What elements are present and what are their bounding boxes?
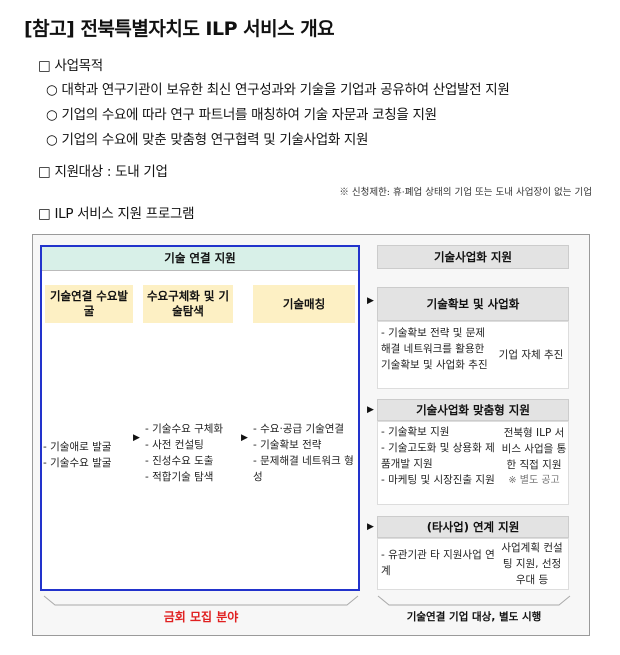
col-bg-1	[45, 285, 137, 589]
list-item: - 기술확보 지원	[381, 426, 450, 438]
section-header-tech-secure: 기술확보 및 사업화	[377, 287, 569, 321]
section-side-tech-secure: 기업 자체 추진	[498, 349, 564, 361]
list-item: - 기술확보 전략	[253, 439, 322, 451]
list-item: - 적합기술 탐색	[145, 471, 214, 483]
program-diagram: 기술 연결 지원 기술연결 수요발굴 - 기술애로 발굴 - 기술수요 발굴 ▶…	[32, 234, 590, 636]
bullet-purpose: □ 사업목적	[38, 58, 103, 74]
section-header-custom-support: 기술사업화 맞춤형 지원	[377, 399, 569, 421]
list-item: - 문제해결 네트워크 형성	[253, 455, 354, 483]
section-side-linked-support: 사업계획 컨설팅 지원, 선정 우대 등	[501, 542, 563, 586]
col-header-demand-discovery: 기술연결 수요발굴	[45, 285, 133, 323]
tech-connect-header: 기술 연결 지원	[42, 247, 358, 271]
section-side-custom-support: 전북형 ILP 서비스 사업을 통한 직접 지원 ※ 별도 공고	[501, 425, 567, 489]
list-item: - 유관기관 타 지원사업 연계	[381, 549, 495, 577]
list-item: - 수요·공급 기술연결	[253, 423, 345, 435]
section-list-custom-support: - 기술확보 지원 - 기술고도화 및 상용화 제품개발 지원 - 마케팅 및 …	[381, 424, 499, 488]
section-header-linked-support: (타사업) 연계 지원	[377, 516, 569, 538]
section-list-linked-support: - 유관기관 타 지원사업 연계	[381, 547, 497, 579]
col-list-demand-discovery: - 기술애로 발굴 - 기술수요 발굴	[43, 439, 139, 471]
list-item: - 사전 컨설팅	[145, 439, 204, 451]
list-item: - 마케팅 및 시장진출 지원	[381, 474, 495, 486]
list-item: - 기술수요 발굴	[43, 457, 112, 469]
side-text: 전북형 ILP 서비스 사업을 통한 직접 지원	[501, 427, 567, 471]
section-body-tech-secure	[377, 321, 569, 389]
arrow-right-icon: ▶	[133, 433, 140, 443]
right-footer-label: 기술연결 기업 대상, 별도 시행	[406, 610, 542, 623]
col-list-tech-search: - 기술수요 구체화 - 사전 컨설팅 - 진성수요 도출 - 적합기술 탐색	[145, 421, 245, 485]
section-list-tech-secure: - 기술확보 전략 및 문제해결 네트워크를 활용한 기술확보 및 사업화 추진	[381, 325, 493, 373]
restriction-note: ※ 신청제한: 휴·폐업 상태의 기업 또는 도내 사업장이 없는 기업	[339, 187, 592, 198]
col-list-tech-matching: - 수요·공급 기술연결 - 기술확보 전략 - 문제해결 네트워크 형성	[253, 421, 357, 485]
section-body-linked-support	[377, 538, 569, 590]
right-brace	[377, 595, 571, 606]
bullet-purpose-2: ○ 기업의 수요에 따라 연구 파트너를 매칭하여 기술 자문과 코칭을 지원	[46, 107, 437, 123]
arrow-right-icon: ▶	[367, 522, 374, 532]
commercialization-header: 기술사업화 지원	[377, 245, 569, 269]
side-note: ※ 별도 공고	[508, 475, 560, 486]
arrow-right-icon: ▶	[241, 433, 248, 443]
list-item: - 기술확보 전략 및 문제해결 네트워크를 활용한 기술확보 및 사업화 추진	[381, 327, 488, 371]
left-footer-label: 금회 모집 분야	[163, 609, 239, 624]
list-item: - 진성수요 도출	[145, 455, 214, 467]
page-title: [참고] 전북특별자치도 ILP 서비스 개요	[24, 18, 335, 40]
section-body-custom-support	[377, 421, 569, 505]
bullet-purpose-3: ○ 기업의 수요에 맞춘 맞춤형 연구협력 및 기술사업화 지원	[46, 132, 369, 148]
list-item: - 기술고도화 및 상용화 제품개발 지원	[381, 442, 495, 470]
col-header-tech-matching: 기술매칭	[253, 285, 355, 323]
col-header-tech-search: 수요구체화 및 기술탐색	[143, 285, 233, 323]
bullet-target: □ 지원대상 : 도내 기업	[38, 164, 168, 180]
arrow-right-icon: ▶	[367, 405, 374, 415]
list-item: - 기술애로 발굴	[43, 441, 112, 453]
list-item: - 기술수요 구체화	[145, 423, 224, 435]
bullet-purpose-1: ○ 대학과 연구기관이 보유한 최신 연구성과와 기술을 기업과 공유하여 산업…	[46, 82, 510, 98]
left-brace	[43, 595, 359, 606]
bullet-program: □ ILP 서비스 지원 프로그램	[38, 206, 195, 222]
arrow-right-icon: ▶	[367, 296, 374, 306]
